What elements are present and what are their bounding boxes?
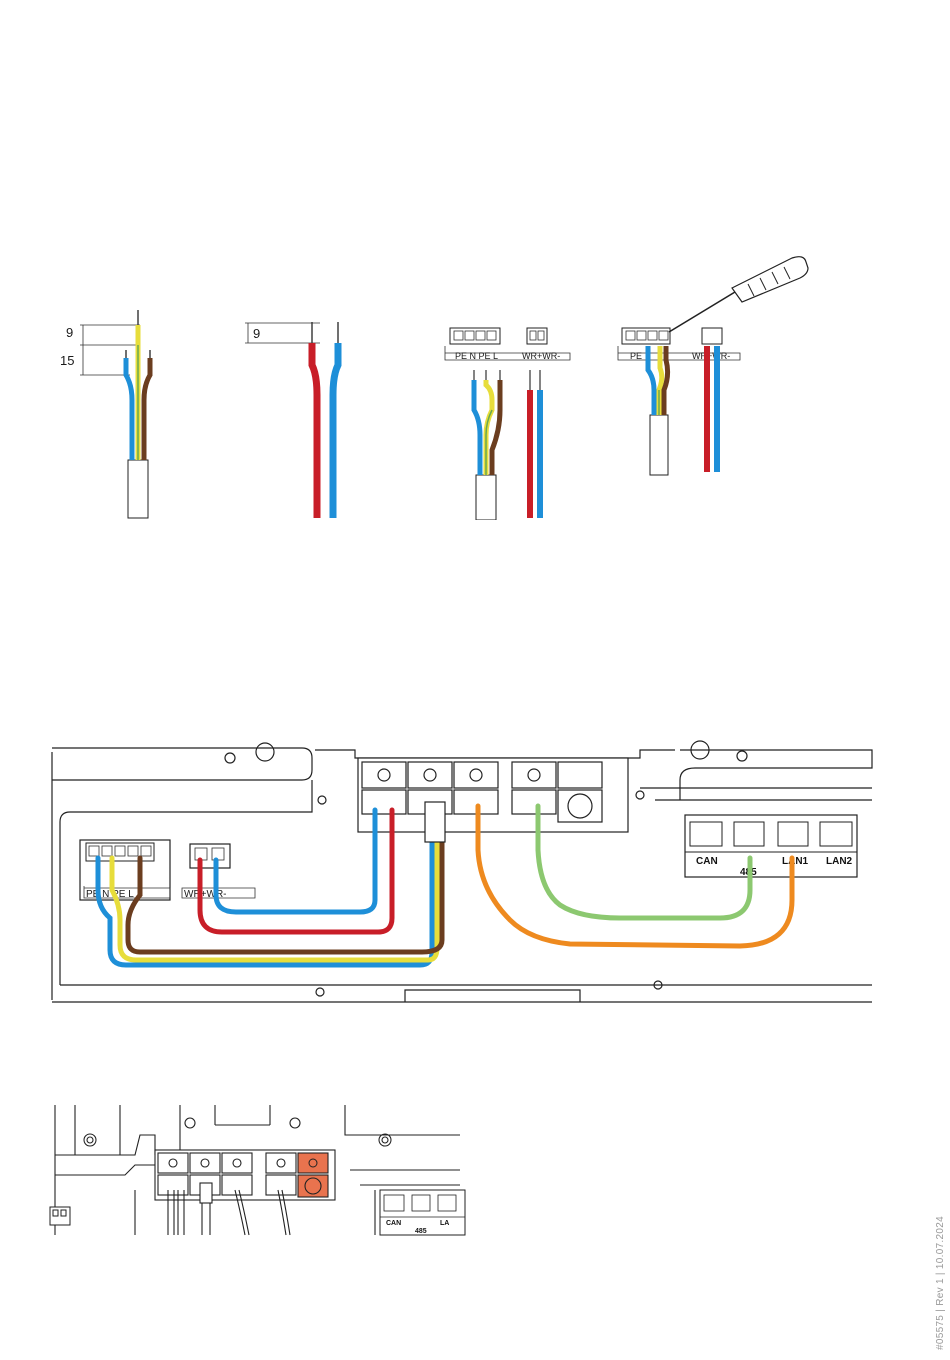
detail-port-block: CAN 485 LA xyxy=(380,1190,465,1235)
port-lan2-label: LAN2 xyxy=(826,856,853,867)
step4-dc-terminal-label: WR+WR- xyxy=(692,351,730,361)
step3-dc-terminal-label: WR+WR- xyxy=(522,351,560,361)
detail-terminal-left xyxy=(50,1207,70,1225)
comm-port-block: CAN 485 LAN1 LAN2 xyxy=(685,815,857,878)
ac-terminal-block: PE N PE L xyxy=(80,840,170,900)
gland-detail-diagram: CAN 485 LA xyxy=(40,1095,470,1240)
detail-port-lan-label: LA xyxy=(440,1220,449,1227)
wire-preparation-svg: 9 15 9 xyxy=(40,250,820,520)
document-reference: #05575 | Rev 1 | 10.07.2024 xyxy=(935,1216,946,1350)
step3-terminal-insertion: PE N PE L WR+WR- xyxy=(445,328,570,520)
port-can-label: CAN xyxy=(696,856,718,867)
wire-preparation-figure: 9 15 9 xyxy=(40,250,820,520)
detail-port-can-label: CAN xyxy=(386,1220,401,1227)
step4-screwdriver-release: PE WR+WR- xyxy=(618,257,808,475)
dc-terminal-label: WR+WR- xyxy=(184,889,227,900)
dim-outer-strip-label: 9 xyxy=(66,325,73,340)
main-wiring-diagram: PE N PE L WR+WR- CAN 485 LAN1 LAN2 xyxy=(40,740,890,1015)
dim-inner-strip-label: 15 xyxy=(60,353,74,368)
main-wiring-svg: PE N PE L WR+WR- CAN 485 LAN1 LAN2 xyxy=(40,740,890,1015)
step4-ac-terminal-label: PE xyxy=(630,351,642,361)
step2-dc-cables: 9 xyxy=(245,322,338,518)
dim-dc-strip-label: 9 xyxy=(253,326,260,341)
dc-minus-cable xyxy=(216,810,375,912)
step1-ac-cable: 9 15 xyxy=(60,310,150,518)
gland-detail-svg: CAN 485 LA xyxy=(40,1095,470,1240)
port-lan1-label: LAN1 xyxy=(782,856,809,867)
highlighted-gland xyxy=(298,1153,328,1197)
cable-gland-strip xyxy=(358,758,628,832)
detail-port-485-label: 485 xyxy=(415,1228,427,1235)
step3-ac-terminal-label: PE N PE L xyxy=(455,351,498,361)
